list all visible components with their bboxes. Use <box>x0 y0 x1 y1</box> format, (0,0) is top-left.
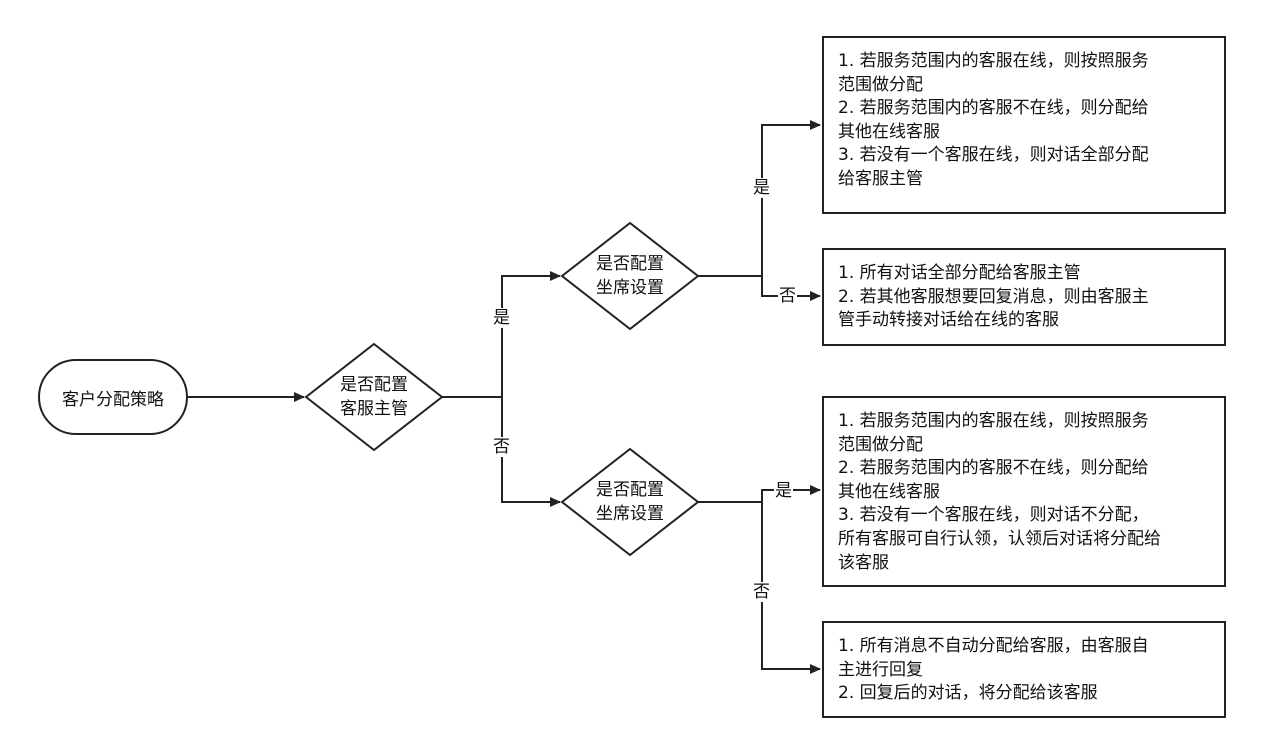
edge-label-no-seat-bottom: 否 <box>752 582 771 602</box>
edge-label-no-manager: 否 <box>492 437 511 457</box>
decision-seat-bottom-diamond <box>560 447 700 557</box>
edge-seat-top-yes <box>698 120 821 277</box>
edge-seat-top-no <box>761 276 821 301</box>
edge-label-yes-seat-bottom: 是 <box>774 481 793 501</box>
edge-seat-bottom-no <box>761 502 821 674</box>
result-box-3: 1. 若服务范围内的客服在线，则按照服务 范围做分配 2. 若服务范围内的客服不… <box>822 396 1226 587</box>
edge-label-yes-manager: 是 <box>492 308 511 328</box>
result-box-2: 1. 所有对话全部分配给客服主管 2. 若其他客服想要回复消息，则由客服主 管手… <box>822 248 1226 346</box>
decision-seat-top-diamond <box>560 221 700 331</box>
edge-label-no-seat-top: 否 <box>778 286 797 306</box>
result-box-4: 1. 所有消息不自动分配给客服，由客服自 主进行回复 2. 回复后的对话，将分配… <box>822 621 1226 718</box>
start-node: 客户分配策略 <box>38 359 188 435</box>
edge-label-yes-seat-top: 是 <box>752 178 771 198</box>
edge-seat-bottom-yes <box>698 485 821 503</box>
decision-manager-label: 是否配置 客服主管 <box>340 375 408 419</box>
decision-seat-bottom-label: 是否配置 坐席设置 <box>596 480 664 524</box>
result-box-1: 1. 若服务范围内的客服在线，则按照服务 范围做分配 2. 若服务范围内的客服不… <box>822 36 1226 214</box>
start-node-label: 客户分配策略 <box>62 389 164 410</box>
edge-manager-yes <box>442 271 561 398</box>
edge-manager-no <box>501 397 561 507</box>
decision-manager-diamond <box>304 342 444 452</box>
decision-seat-top-label: 是否配置 坐席设置 <box>596 254 664 298</box>
